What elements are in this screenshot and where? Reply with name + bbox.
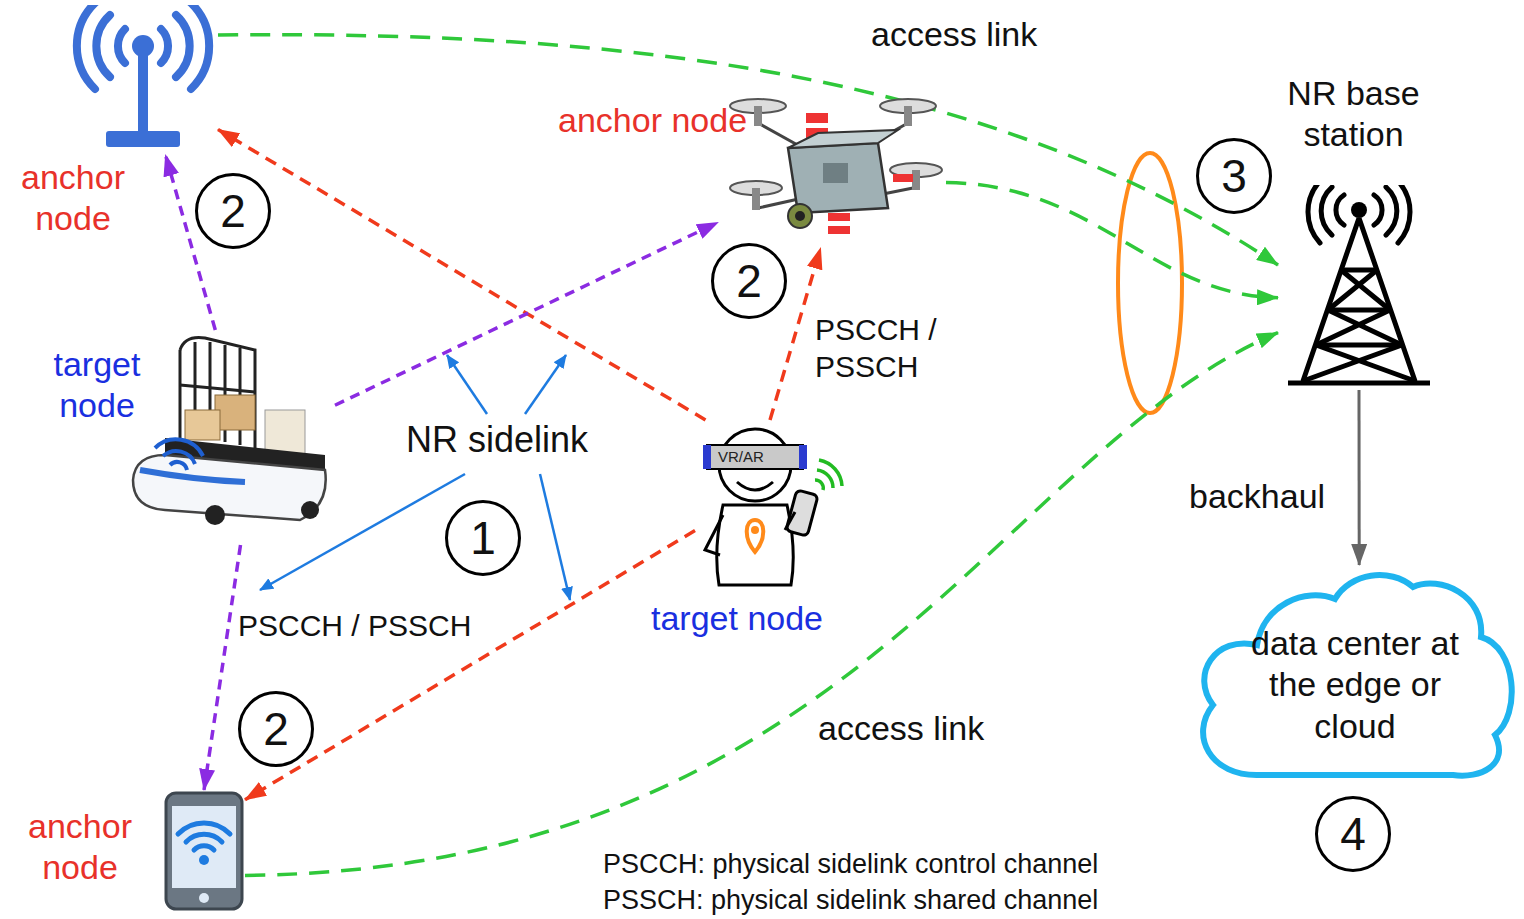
- node-label: target node: [37, 344, 157, 427]
- connector: [218, 130, 706, 421]
- callout-number: 4: [1315, 796, 1391, 872]
- definition-note: PSSCH: physical sidelink shared channel: [603, 884, 1098, 916]
- edge-label: access link: [868, 14, 1040, 55]
- base-station-icon: [1278, 185, 1440, 390]
- drone-icon: [718, 88, 946, 248]
- group-ellipse: [1118, 153, 1182, 413]
- callout-number: 3: [1196, 138, 1272, 214]
- node-label: target node: [651, 598, 823, 639]
- connector: [218, 35, 1278, 265]
- connector: [245, 333, 1278, 876]
- callout-number: 2: [711, 243, 787, 319]
- edge-label: backhaul: [1186, 476, 1328, 517]
- channel-label: PSCCH / PSSCH: [238, 608, 471, 644]
- cart-robot-icon: [125, 330, 335, 545]
- antenna-icon: [68, 5, 218, 155]
- edge-label: access link: [815, 708, 987, 749]
- definition-note: PSCCH: physical sidelink control channel: [603, 848, 1098, 880]
- anchor-node: anchor node: [68, 5, 218, 155]
- cloud-node: data center at the edge or cloud: [1185, 565, 1520, 785]
- edge-label: PSCCH / PSSCH: [812, 312, 958, 385]
- sidelink-label: NR sidelink: [406, 418, 588, 461]
- node-label: anchor node: [11, 806, 149, 889]
- vr-user-icon: [695, 420, 845, 590]
- anchor-node: anchor node: [163, 790, 245, 912]
- node-label: NR base station: [1266, 73, 1441, 156]
- node-label: anchor node: [8, 157, 138, 240]
- callout-number: 2: [195, 173, 271, 249]
- anchor-node: anchor node: [718, 88, 946, 248]
- target-node: target node: [695, 420, 845, 590]
- target-node: target node: [125, 330, 335, 545]
- node-label: anchor node: [558, 100, 747, 141]
- phone-icon: [163, 790, 245, 912]
- callout-number: 2: [238, 691, 314, 767]
- connector: [335, 222, 718, 405]
- base-station: NR base station: [1278, 185, 1440, 390]
- connector: [204, 545, 241, 790]
- headset-text: VR/AR: [718, 448, 764, 466]
- callout-number: 1: [445, 500, 521, 576]
- node-label: data center at the edge or cloud: [1245, 623, 1465, 747]
- connector: [1358, 390, 1361, 565]
